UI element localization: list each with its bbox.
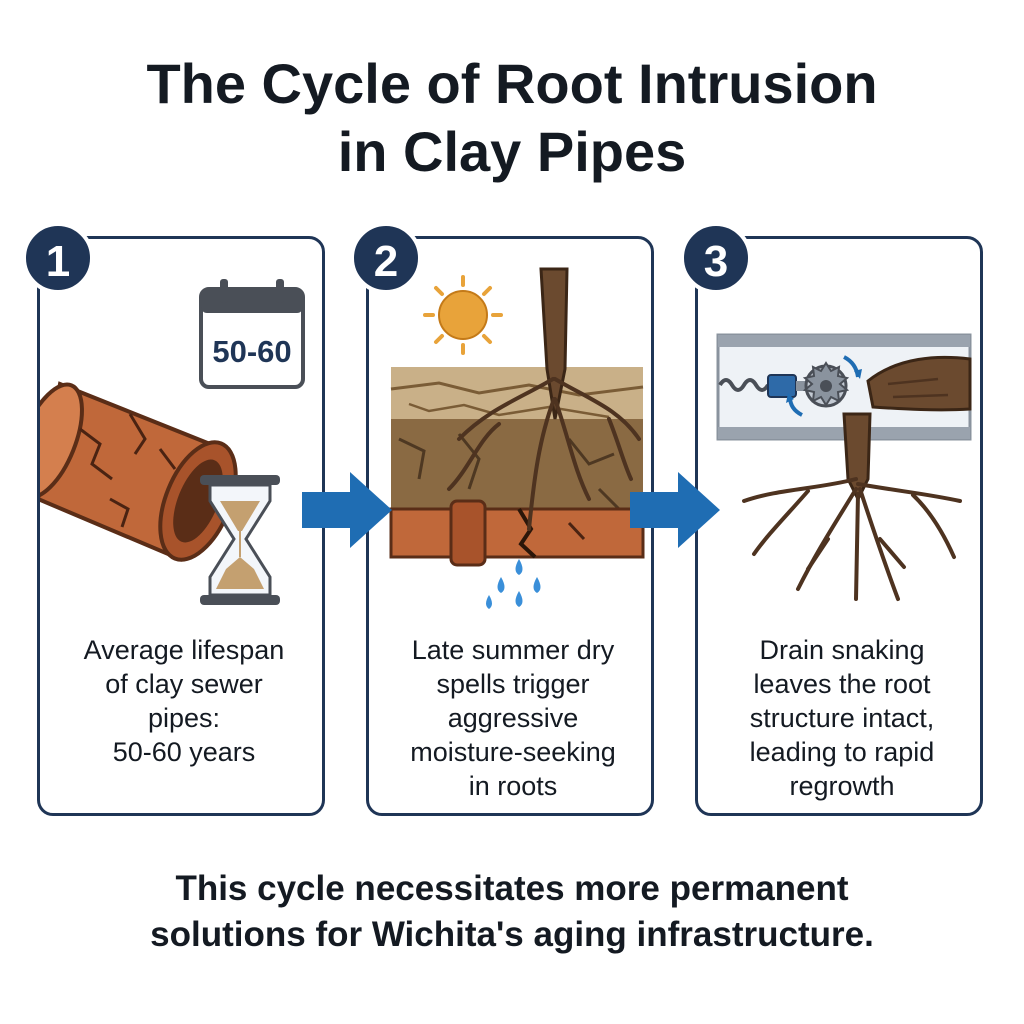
caption-line: in roots bbox=[468, 771, 558, 801]
step-panel-3: Drain snaking leaves the root structure … bbox=[695, 236, 983, 816]
water-drop-icon bbox=[486, 559, 541, 609]
conclusion-text: This cycle necessitates more permanent s… bbox=[0, 866, 1024, 958]
caption-line: of clay sewer bbox=[105, 669, 263, 699]
page-title: The Cycle of Root Intrusion in Clay Pipe… bbox=[0, 50, 1024, 186]
footer-line-2: solutions for Wichita's aging infrastruc… bbox=[150, 915, 874, 954]
sun-icon bbox=[423, 275, 503, 355]
caption-line: Average lifespan bbox=[83, 635, 285, 665]
step-number-badge-2: 2 bbox=[350, 222, 422, 294]
step-3-illustration bbox=[716, 333, 972, 601]
step-2-illustration bbox=[389, 267, 645, 609]
caption-line: moisture-seeking bbox=[410, 737, 616, 767]
caption-line: aggressive bbox=[447, 703, 579, 733]
cut-root-icon bbox=[742, 355, 972, 601]
tree-root-icon bbox=[447, 267, 641, 531]
hourglass-icon bbox=[200, 475, 280, 605]
arrow-right-icon bbox=[302, 472, 392, 548]
calendar-text: 50-60 bbox=[212, 334, 291, 369]
caption-line: structure intact, bbox=[749, 703, 935, 733]
step-3-caption: Drain snaking leaves the root structure … bbox=[710, 633, 974, 803]
footer-line-1: This cycle necessitates more permanent bbox=[175, 869, 849, 908]
clay-pipe-icon bbox=[389, 499, 645, 567]
clay-pipe-icon bbox=[40, 381, 238, 562]
title-line-1: The Cycle of Root Intrusion bbox=[146, 52, 878, 115]
caption-line: regrowth bbox=[789, 771, 895, 801]
caption-line: leaves the root bbox=[753, 669, 931, 699]
title-line-2: in Clay Pipes bbox=[337, 120, 687, 183]
step-number-badge-1: 1 bbox=[22, 222, 94, 294]
step-number-badge-3: 3 bbox=[680, 222, 752, 294]
step-panel-1: 50-60 Average lifespan of clay sewer pip… bbox=[37, 236, 325, 816]
caption-line: Late summer dry bbox=[411, 635, 615, 665]
caption-line: Drain snaking bbox=[759, 635, 925, 665]
step-1-caption: Average lifespan of clay sewer pipes: 50… bbox=[52, 633, 316, 769]
caption-line: spells trigger bbox=[436, 669, 590, 699]
calendar-icon: 50-60 bbox=[199, 279, 305, 389]
step-panel-2: Late summer dry spells trigger aggressiv… bbox=[366, 236, 654, 816]
caption-line: leading to rapid bbox=[749, 737, 935, 767]
caption-line: 50-60 years bbox=[112, 737, 256, 767]
caption-line: pipes: bbox=[147, 703, 221, 733]
drain-snake-icon bbox=[718, 355, 862, 417]
step-2-caption: Late summer dry spells trigger aggressiv… bbox=[381, 633, 645, 803]
arrow-right-icon bbox=[630, 472, 720, 548]
step-1-illustration: 50-60 bbox=[40, 279, 305, 605]
